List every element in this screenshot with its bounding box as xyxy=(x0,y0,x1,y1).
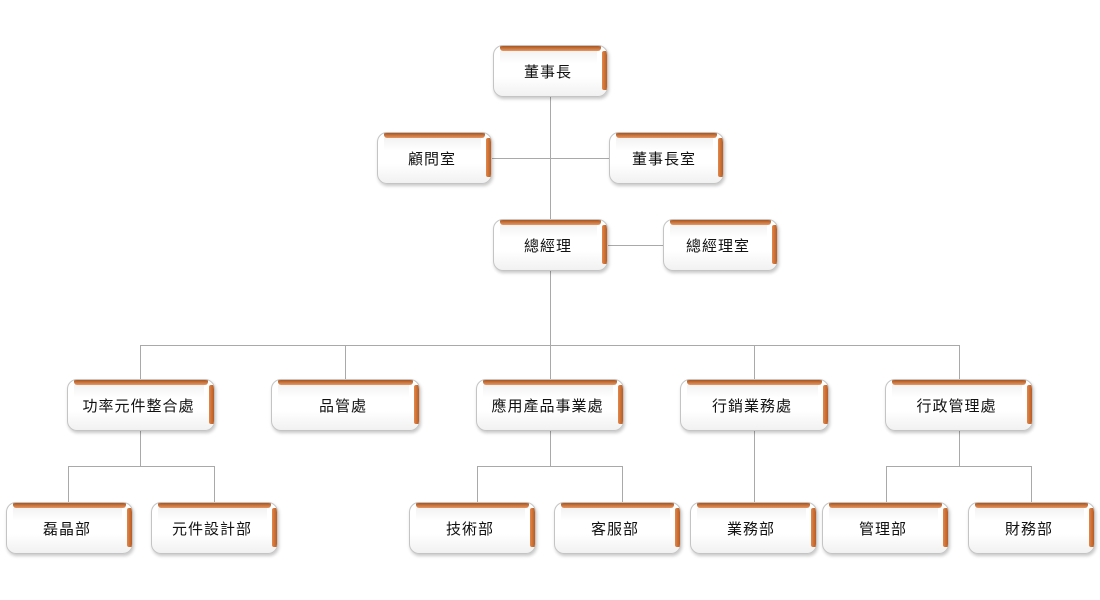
node-gm-office: 總經理室 xyxy=(663,219,778,271)
node-department: 技術部 xyxy=(409,502,536,554)
division-label: 品管處 xyxy=(318,396,367,415)
node-department: 磊晶部 xyxy=(6,502,133,554)
node-department: 業務部 xyxy=(690,502,817,554)
node-chairman-office: 董事長室 xyxy=(609,132,724,184)
division-label: 行銷業務處 xyxy=(711,396,792,415)
department-label: 業務部 xyxy=(726,519,775,538)
node-department: 客服部 xyxy=(554,502,681,554)
department-label: 元件設計部 xyxy=(171,519,252,538)
node-division: 應用產品事業處 xyxy=(476,379,624,431)
division-label: 應用產品事業處 xyxy=(491,396,604,415)
division-label: 功率元件整合處 xyxy=(82,396,195,415)
department-label: 客服部 xyxy=(590,519,639,538)
node-chairman-office-label: 董事長室 xyxy=(631,149,696,168)
department-label: 財務部 xyxy=(1004,519,1053,538)
node-department: 元件設計部 xyxy=(151,502,278,554)
node-department: 管理部 xyxy=(822,502,949,554)
node-division: 行銷業務處 xyxy=(680,379,829,431)
node-advisor-office-label: 顧問室 xyxy=(407,149,456,168)
node-chairman-label: 董事長 xyxy=(523,62,572,81)
node-division: 功率元件整合處 xyxy=(67,379,215,431)
node-general-manager: 總經理 xyxy=(493,219,608,271)
division-label: 行政管理處 xyxy=(916,396,997,415)
node-gm-office-label: 總經理室 xyxy=(685,236,750,255)
department-label: 技術部 xyxy=(445,519,494,538)
node-division: 行政管理處 xyxy=(885,379,1033,431)
node-division: 品管處 xyxy=(271,379,420,431)
node-advisor-office: 顧問室 xyxy=(377,132,492,184)
node-department: 財務部 xyxy=(968,502,1095,554)
node-general-manager-label: 總經理 xyxy=(523,236,572,255)
department-label: 磊晶部 xyxy=(42,519,91,538)
node-chairman: 董事長 xyxy=(493,45,608,97)
department-label: 管理部 xyxy=(858,519,907,538)
